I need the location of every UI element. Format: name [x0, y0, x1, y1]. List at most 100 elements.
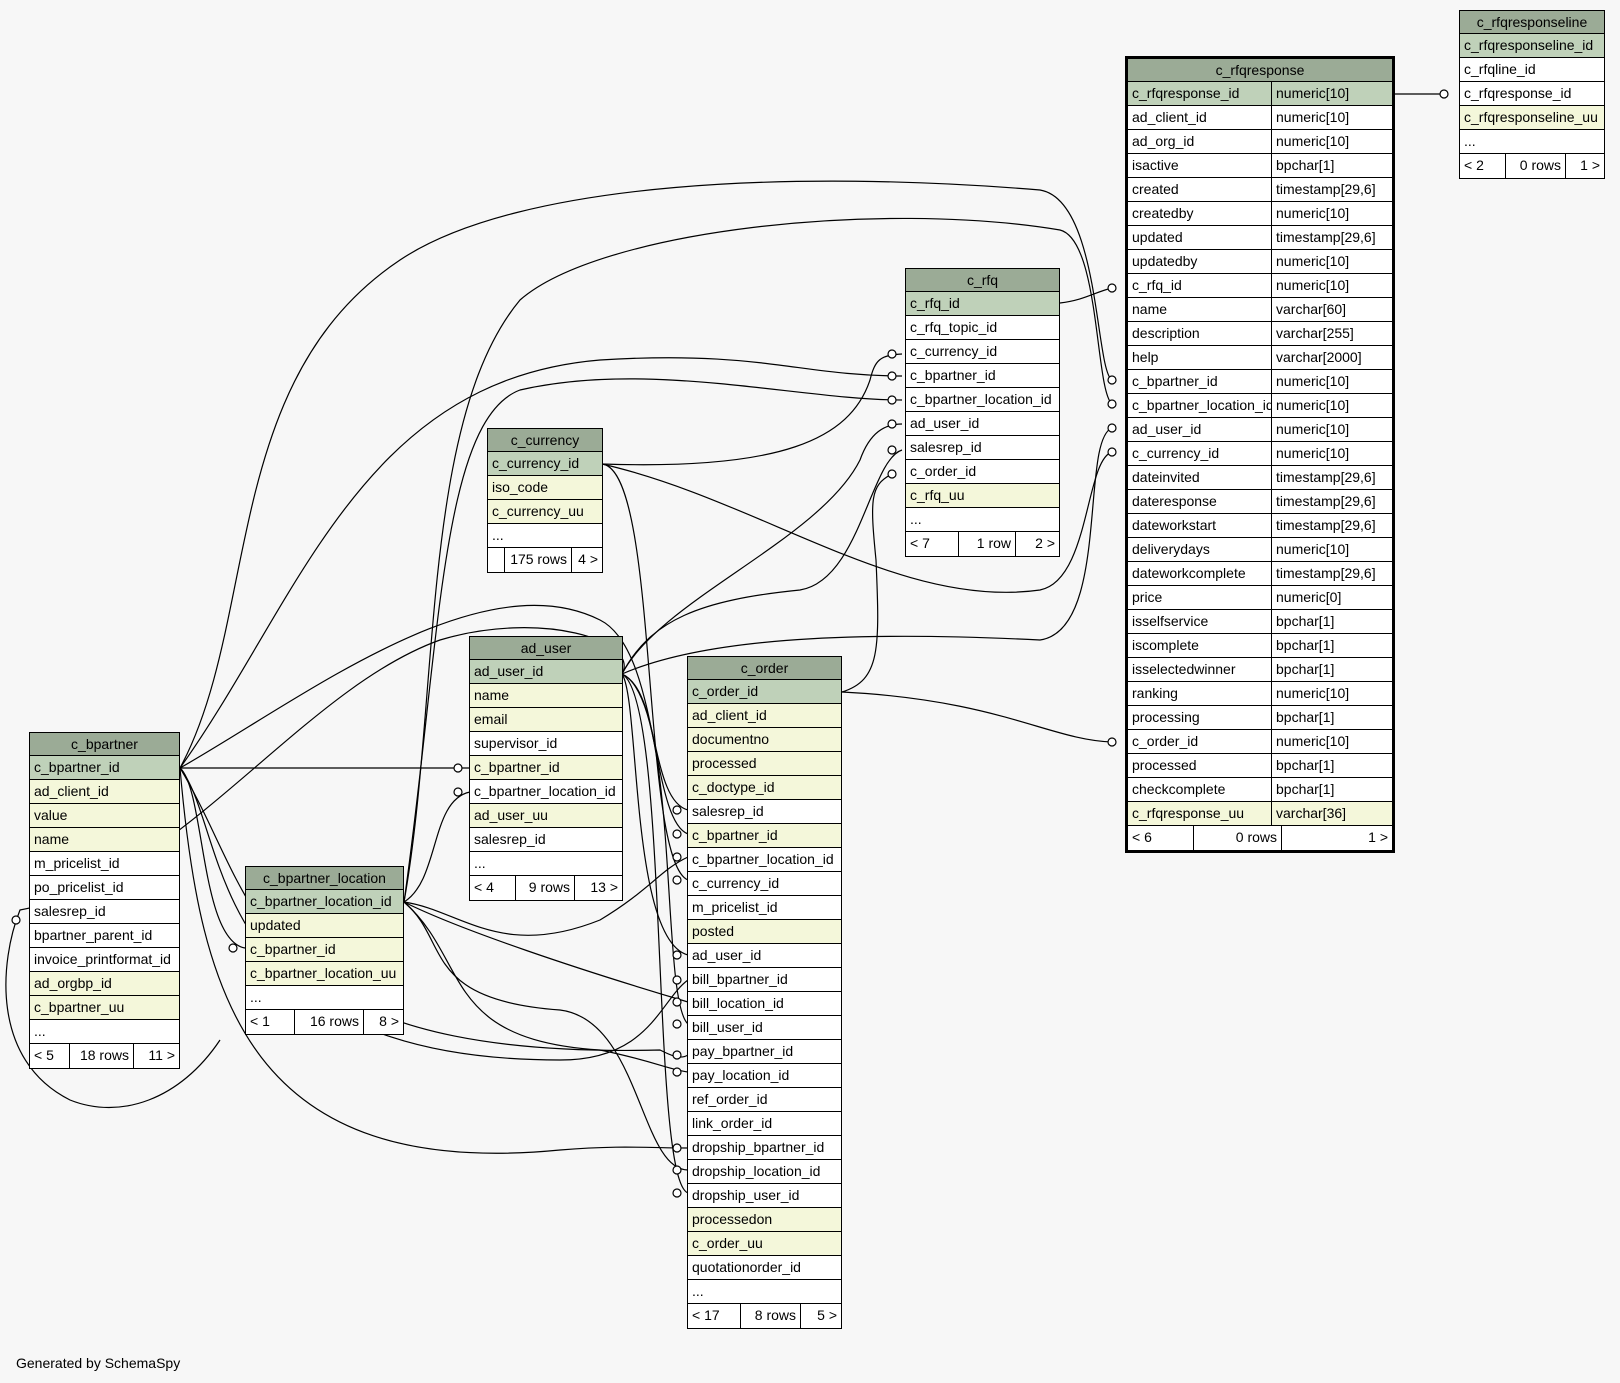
column-row[interactable]: processed: [688, 752, 841, 776]
column-row[interactable]: c_bpartner_location_id: [470, 780, 622, 804]
column-row[interactable]: value: [30, 804, 179, 828]
column-row[interactable]: c_currency_uu: [488, 500, 602, 524]
children-count[interactable]: 11 >: [148, 1047, 175, 1063]
column-row[interactable]: c_currency_id: [488, 452, 602, 476]
column-row[interactable]: po_pricelist_id: [30, 876, 179, 900]
column-row[interactable]: ad_user_uu: [470, 804, 622, 828]
column-row[interactable]: c_bpartner_location_uu: [246, 962, 403, 986]
column-row[interactable]: dropship_bpartner_id: [688, 1136, 841, 1160]
children-count[interactable]: 13 >: [590, 879, 618, 895]
children-count[interactable]: 2 >: [1035, 535, 1055, 551]
column-row[interactable]: documentno: [688, 728, 841, 752]
more-columns-row[interactable]: ...: [906, 508, 1059, 532]
column-row[interactable]: ad_user_id: [688, 944, 841, 968]
column-row[interactable]: c_bpartner_id: [688, 824, 841, 848]
column-row[interactable]: bill_user_id: [688, 1016, 841, 1040]
column-row[interactable]: c_bpartner_location_id: [906, 388, 1059, 412]
children-count[interactable]: 8 >: [379, 1013, 399, 1029]
column-row[interactable]: m_pricelist_id: [688, 896, 841, 920]
column-row[interactable]: pay_location_id: [688, 1064, 841, 1088]
column-row[interactable]: c_order_uu: [688, 1232, 841, 1256]
column-row[interactable]: name: [30, 828, 179, 852]
column-row[interactable]: c_currency_id: [906, 340, 1059, 364]
more-columns-row[interactable]: ...: [470, 852, 622, 876]
column-row[interactable]: posted: [688, 920, 841, 944]
column-row[interactable]: c_bpartner_id: [30, 756, 179, 780]
parents-count[interactable]: < 1: [246, 1010, 295, 1034]
more-columns-row[interactable]: ...: [30, 1020, 179, 1044]
parents-count[interactable]: [488, 548, 505, 572]
column-row[interactable]: supervisor_id: [470, 732, 622, 756]
parents-count[interactable]: < 5: [30, 1044, 70, 1068]
column-row[interactable]: c_order_id: [906, 460, 1059, 484]
more-columns-row[interactable]: ...: [688, 1280, 841, 1304]
column-row[interactable]: email: [470, 708, 622, 732]
children-count[interactable]: 1 >: [1368, 829, 1388, 845]
parents-count[interactable]: < 6: [1128, 826, 1194, 850]
column-row[interactable]: ref_order_id: [688, 1088, 841, 1112]
column-row[interactable]: link_order_id: [688, 1112, 841, 1136]
column-row[interactable]: ad_user_id: [470, 660, 622, 684]
column-row[interactable]: c_rfqresponseline_uu: [1460, 106, 1604, 130]
children-count[interactable]: 1 >: [1580, 157, 1600, 173]
parents-count[interactable]: < 17: [688, 1304, 741, 1328]
column-row[interactable]: c_rfq_uu: [906, 484, 1059, 508]
column-row[interactable]: salesrep_id: [30, 900, 179, 924]
more-columns-row[interactable]: ...: [246, 986, 403, 1010]
column-row[interactable]: c_bpartner_uu: [30, 996, 179, 1020]
column-row[interactable]: m_pricelist_id: [30, 852, 179, 876]
column-row[interactable]: c_rfqline_id: [1460, 58, 1604, 82]
column-row[interactable]: dropship_location_id: [688, 1160, 841, 1184]
column-row[interactable]: updated: [246, 914, 403, 938]
more-columns-row[interactable]: ...: [1460, 130, 1604, 154]
children-count[interactable]: 5 >: [817, 1307, 837, 1323]
children-count[interactable]: 4 >: [578, 551, 598, 567]
column-row[interactable]: c_rfq_topic_id: [906, 316, 1059, 340]
column-row[interactable]: bill_bpartner_id: [688, 968, 841, 992]
column-row[interactable]: salesrep_id: [470, 828, 622, 852]
column-row[interactable]: c_bpartner_id: [906, 364, 1059, 388]
column-row[interactable]: name: [470, 684, 622, 708]
column-row[interactable]: invoice_printformat_id: [30, 948, 179, 972]
column-row[interactable]: c_rfq_id: [906, 292, 1059, 316]
column-row[interactable]: c_doctype_id: [688, 776, 841, 800]
column-row[interactable]: c_rfqresponse_id: [1460, 82, 1604, 106]
parents-count[interactable]: < 7: [906, 532, 959, 556]
column-row[interactable]: ad_client_id: [688, 704, 841, 728]
column-row[interactable]: c_bpartner_location_id: [688, 848, 841, 872]
column-row[interactable]: c_currency_id: [688, 872, 841, 896]
column-row[interactable]: c_bpartner_id: [246, 938, 403, 962]
parents-count[interactable]: < 2: [1460, 154, 1506, 178]
table-c-bpartner-location[interactable]: c_bpartner_location c_bpartner_location_…: [245, 866, 404, 1035]
column-row[interactable]: pay_bpartner_id: [688, 1040, 841, 1064]
column-row[interactable]: bpartner_parent_id: [30, 924, 179, 948]
column-row[interactable]: processedon: [688, 1208, 841, 1232]
column-row[interactable]: ad_client_id: [30, 780, 179, 804]
